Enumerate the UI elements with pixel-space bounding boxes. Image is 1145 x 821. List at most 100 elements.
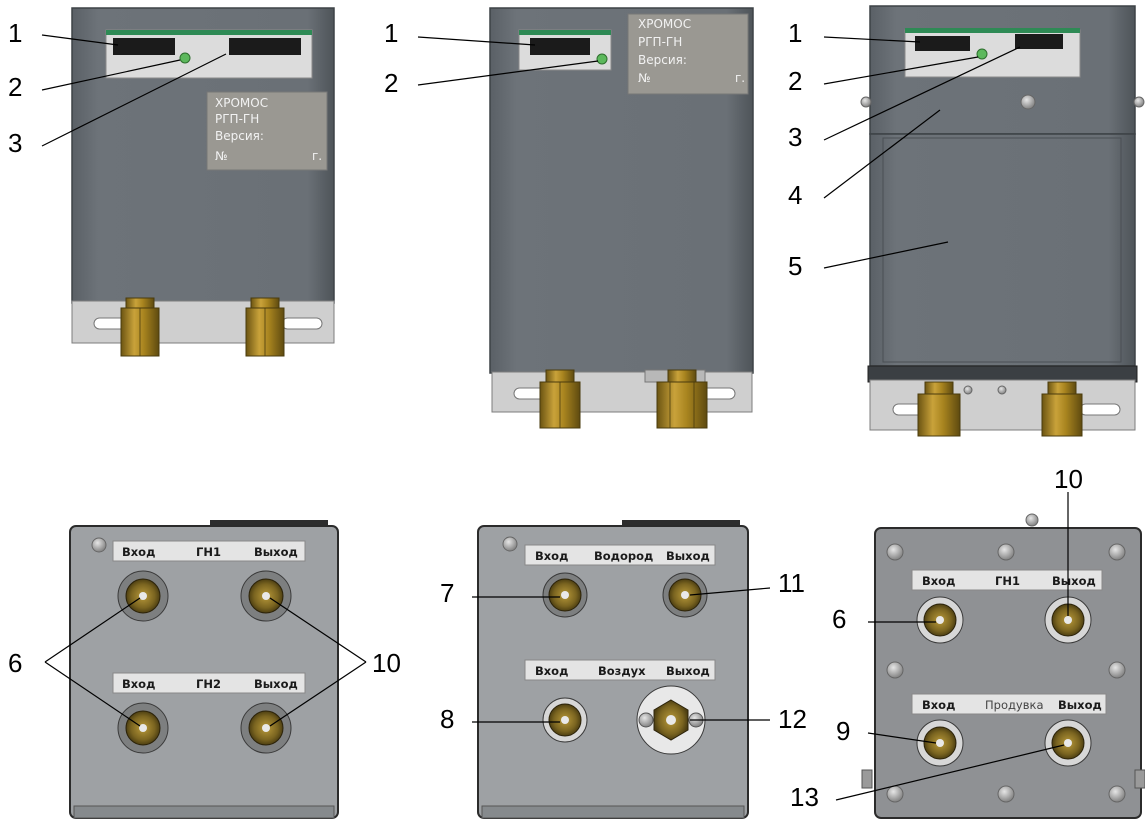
gas-fitting xyxy=(117,570,169,622)
bracket-slot xyxy=(1079,403,1121,416)
label-out: Выход xyxy=(1058,698,1102,712)
gas-fitting xyxy=(542,697,588,743)
connector-3 xyxy=(1015,34,1063,49)
gas-fitting xyxy=(542,572,588,618)
label-out: Выход xyxy=(666,664,710,678)
callout-3: 3 xyxy=(8,128,22,158)
screw-icon xyxy=(997,543,1015,561)
gas-fitting xyxy=(662,572,708,618)
nameplate-number: № xyxy=(215,149,227,163)
bracket-slot xyxy=(281,317,323,330)
callout-12: 12 xyxy=(778,704,807,734)
connector-1 xyxy=(113,38,175,55)
screw-icon xyxy=(91,537,107,553)
label-out: Выход xyxy=(666,549,710,563)
gas-fitting xyxy=(916,719,964,767)
callout-4: 4 xyxy=(788,180,802,210)
label-in: Вход xyxy=(122,677,155,691)
label-out: Выход xyxy=(254,677,298,691)
bottom-middle-panel: Вход Водород Выход Вход Воздух Выход 7 8… xyxy=(440,520,807,819)
nameplate-line2: РГП-ГН xyxy=(215,112,259,126)
brass-fitting xyxy=(245,297,285,357)
label-strip: Вход ГН1 Выход xyxy=(112,540,306,562)
device-body xyxy=(869,133,1136,367)
brass-fitting xyxy=(1041,381,1083,437)
callout-8: 8 xyxy=(440,704,454,734)
callout-3: 3 xyxy=(788,122,802,152)
nameplate-line1: ХРОМОС xyxy=(638,17,691,31)
gas-fitting xyxy=(240,570,292,622)
label-strip: Вход Водород Выход xyxy=(524,544,716,566)
screw-icon xyxy=(886,543,904,561)
callout-6: 6 xyxy=(832,604,846,634)
led-indicator xyxy=(976,48,988,60)
callout-10: 10 xyxy=(1054,464,1083,494)
screw-icon xyxy=(1108,661,1126,679)
gas-fitting xyxy=(240,702,292,754)
connector-1 xyxy=(915,36,970,51)
screw-icon xyxy=(502,536,518,552)
callout-11: 11 xyxy=(778,568,805,598)
label-name: Воздух xyxy=(598,664,646,678)
screw-icon xyxy=(886,785,904,803)
bottom-left-panel: Вход ГН1 Выход Вход ГН2 Выход 6 10 xyxy=(8,520,401,819)
callout-1: 1 xyxy=(8,18,22,48)
screw-icon xyxy=(886,661,904,679)
label-name: Водород xyxy=(594,549,653,563)
label-in: Вход xyxy=(535,664,568,678)
brass-fitting xyxy=(120,297,160,357)
label-in: Вход xyxy=(922,698,955,712)
label-name: ГН1 xyxy=(196,545,221,559)
led-indicator xyxy=(596,53,608,65)
label-name: ГН1 xyxy=(995,574,1020,588)
label-in: Вход xyxy=(922,574,955,588)
callout-10: 10 xyxy=(372,648,401,678)
brass-fitting xyxy=(539,369,581,429)
callout-2: 2 xyxy=(8,72,22,102)
label-strip: Вход Продувка Выход xyxy=(911,693,1107,715)
top-left-view: ХРОМОС РГП-ГН Версия: № г. 1 2 3 xyxy=(8,7,335,357)
led-indicator xyxy=(179,52,191,64)
callout-6: 6 xyxy=(8,648,22,678)
screw-icon xyxy=(997,785,1015,803)
label-out: Выход xyxy=(254,545,298,559)
circuit-board-strip xyxy=(519,30,611,35)
label-in: Вход xyxy=(535,549,568,563)
callout-2: 2 xyxy=(384,68,398,98)
callout-7: 7 xyxy=(440,578,454,608)
callout-5: 5 xyxy=(788,251,802,281)
label-strip: Вход Воздух Выход xyxy=(524,659,716,681)
label-out: Выход xyxy=(1052,574,1096,588)
gas-fitting xyxy=(1044,719,1092,767)
gas-fitting xyxy=(117,702,169,754)
nameplate-line3: Версия: xyxy=(638,53,687,67)
callout-9: 9 xyxy=(836,716,850,746)
gas-fitting xyxy=(916,596,964,644)
panel-face xyxy=(69,525,339,819)
screw-icon xyxy=(1108,785,1126,803)
callout-13: 13 xyxy=(790,782,819,812)
nameplate-line1: ХРОМОС xyxy=(215,96,268,110)
nameplate-line3: Версия: xyxy=(215,129,264,143)
callout-1: 1 xyxy=(788,18,802,48)
brass-fitting xyxy=(917,381,961,437)
nameplate: ХРОМОС РГП-ГН Версия: № г. xyxy=(627,13,749,95)
top-middle-view: ХРОМОС РГП-ГН Версия: № г. 1 2 xyxy=(384,7,754,429)
screw-icon xyxy=(1108,543,1126,561)
circuit-board-strip xyxy=(106,30,312,35)
nameplate-year: г. xyxy=(312,149,322,163)
label-strip: Вход ГН1 Выход xyxy=(911,569,1103,591)
label-strip: Вход ГН2 Выход xyxy=(112,672,306,694)
label-name: ГН2 xyxy=(196,677,221,691)
label-name: Продувка xyxy=(985,698,1044,712)
brass-fitting xyxy=(656,369,708,429)
circuit-board-strip xyxy=(905,28,1080,33)
connector-3 xyxy=(229,38,301,55)
connector-1 xyxy=(530,38,590,55)
callout-1: 1 xyxy=(384,18,398,48)
bottom-right-panel: Вход ГН1 Выход Вход Продувка Выход 10 6 … xyxy=(790,464,1145,819)
nameplate-line2: РГП-ГН xyxy=(638,35,682,49)
nameplate: ХРОМОС РГП-ГН Версия: № г. xyxy=(206,91,328,171)
label-in: Вход xyxy=(122,545,155,559)
